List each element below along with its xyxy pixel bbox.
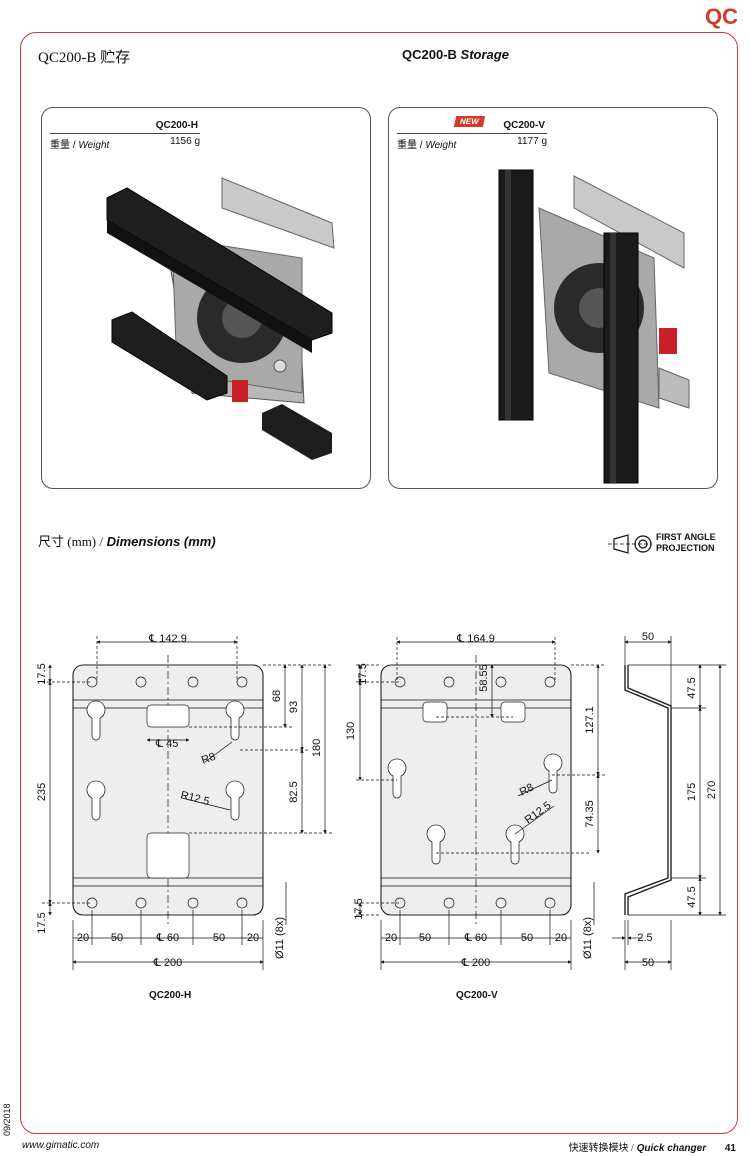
page-number: 41 [724, 1143, 736, 1154]
product-image-v [498, 169, 690, 484]
drawing-label-v: QC200-V [456, 990, 498, 1001]
dim-label: 20 [385, 932, 397, 944]
title-label: Storage [460, 47, 509, 62]
dim-label: 74.35 [584, 800, 596, 828]
dim-label: R8 [518, 781, 536, 798]
dim-label: 17.5 [36, 912, 48, 933]
projection-line1: FIRST ANGLE [656, 532, 716, 542]
first-angle-projection-icon [608, 534, 652, 554]
dim-label: 2.5 [637, 932, 652, 944]
dim-label: ℄ 60 [464, 932, 487, 944]
dim-label: 235 [36, 783, 48, 801]
footer-url[interactable]: www.gimatic.com [22, 1140, 100, 1151]
dim-label: 68 [271, 690, 283, 702]
dim-label: 270 [706, 781, 718, 799]
dim-label: ℄ 200 [153, 957, 182, 969]
dims-side-labels: 50 47.5 175 270 47.5 2.5 50 [637, 631, 718, 969]
dimensions-heading-en: Dimensions (mm) [106, 534, 216, 549]
dim-label: Ø11 (8x) [582, 917, 594, 959]
drawing-qc200-v [356, 637, 605, 970]
page-frame [20, 32, 738, 1134]
dimensions-heading-zh: 尺寸 (mm) / [38, 534, 103, 549]
drawing-label-h: QC200-H [149, 990, 192, 1001]
weight-label-en: Weight [78, 140, 110, 151]
spec-table-h: QC200-H 重量 / Weight 1156 g [50, 120, 200, 151]
title-model: QC200-B [402, 47, 457, 62]
dimensions-heading: 尺寸 (mm) / Dimensions (mm) [38, 531, 216, 550]
dim-label: 17.5 [36, 663, 48, 684]
weight-label-zh: 重量 [50, 140, 70, 151]
dim-label: 58.55 [478, 664, 490, 692]
spec-table-v: QC200-V 重量 / Weight 1177 g [397, 120, 547, 151]
dim-label: 175 [686, 783, 698, 801]
product-panel-h: QC200-H 重量 / Weight 1156 g [41, 107, 371, 489]
dim-label: R8 [200, 751, 217, 767]
dim-label: 50 [111, 932, 123, 944]
spec-model: QC200-V [503, 120, 545, 131]
dim-label: 20 [77, 932, 89, 944]
dim-label: 50 [642, 957, 654, 969]
dim-label: ℄ 60 [156, 932, 179, 944]
weight-label-zh: 重量 [397, 140, 417, 151]
brand-tag: QC [705, 4, 738, 29]
weight-value: 1156 g [170, 136, 200, 147]
projection-line2: PROJECTION [656, 543, 715, 553]
weight-label-en: Weight [425, 140, 457, 151]
page-title-zh: QC200-B 贮存 [38, 50, 131, 66]
dim-label: 17.5 [357, 663, 369, 684]
projection-symbol: FIRST ANGLE PROJECTION [608, 531, 728, 557]
dim-label: 17.5 [353, 898, 365, 919]
dim-label: 47.5 [686, 677, 698, 698]
dims-h-labels: ℄ 142.9 17.5 235 17.5 68 93 180 82.5 ℄ 4… [36, 633, 323, 969]
dim-label: ℄ 45 [155, 738, 178, 750]
dim-label: 130 [345, 722, 357, 740]
dim-label: 82.5 [288, 781, 300, 802]
dim-label: 50 [213, 932, 225, 944]
product-panel-v: NEW QC200-V 重量 / Weight 1177 g [388, 107, 718, 489]
dim-label: ℄ 164.9 [456, 633, 495, 645]
projection-label: FIRST ANGLE PROJECTION [656, 532, 716, 554]
dim-label: Ø11 (8x) [274, 917, 286, 959]
dim-label: ℄ 200 [461, 957, 490, 969]
drawing-side-view [612, 636, 726, 970]
dim-label: 20 [247, 932, 259, 944]
footer-section: 快速转换模块 / Quick changer 41 [569, 1139, 736, 1154]
spec-weight-row: 重量 / Weight 1177 g [397, 133, 547, 151]
dim-label: 127.1 [584, 706, 596, 734]
dim-label: 20 [555, 932, 567, 944]
dim-label: 47.5 [686, 886, 698, 907]
dim-label: 50 [521, 932, 533, 944]
dim-label: 93 [288, 701, 300, 713]
dim-label: ℄ 142.9 [148, 633, 187, 645]
page-title: QC200-B Storage [402, 47, 509, 62]
dim-label: 180 [311, 739, 323, 757]
weight-value: 1177 g [517, 136, 547, 147]
footer-section-en: Quick changer [636, 1143, 707, 1154]
spec-model: QC200-H [155, 120, 198, 131]
drawing-qc200-h [42, 636, 332, 970]
dim-label: 50 [419, 932, 431, 944]
dim-label: 50 [642, 631, 654, 643]
technical-drawings: ℄ 142.9 17.5 235 17.5 68 93 180 82.5 ℄ 4… [36, 631, 726, 970]
product-image-h [106, 177, 335, 460]
footer-section-zh: 快速转换模块 / [568, 1143, 634, 1154]
spec-weight-row: 重量 / Weight 1156 g [50, 133, 200, 151]
print-date: 09/2018 [2, 1103, 12, 1136]
